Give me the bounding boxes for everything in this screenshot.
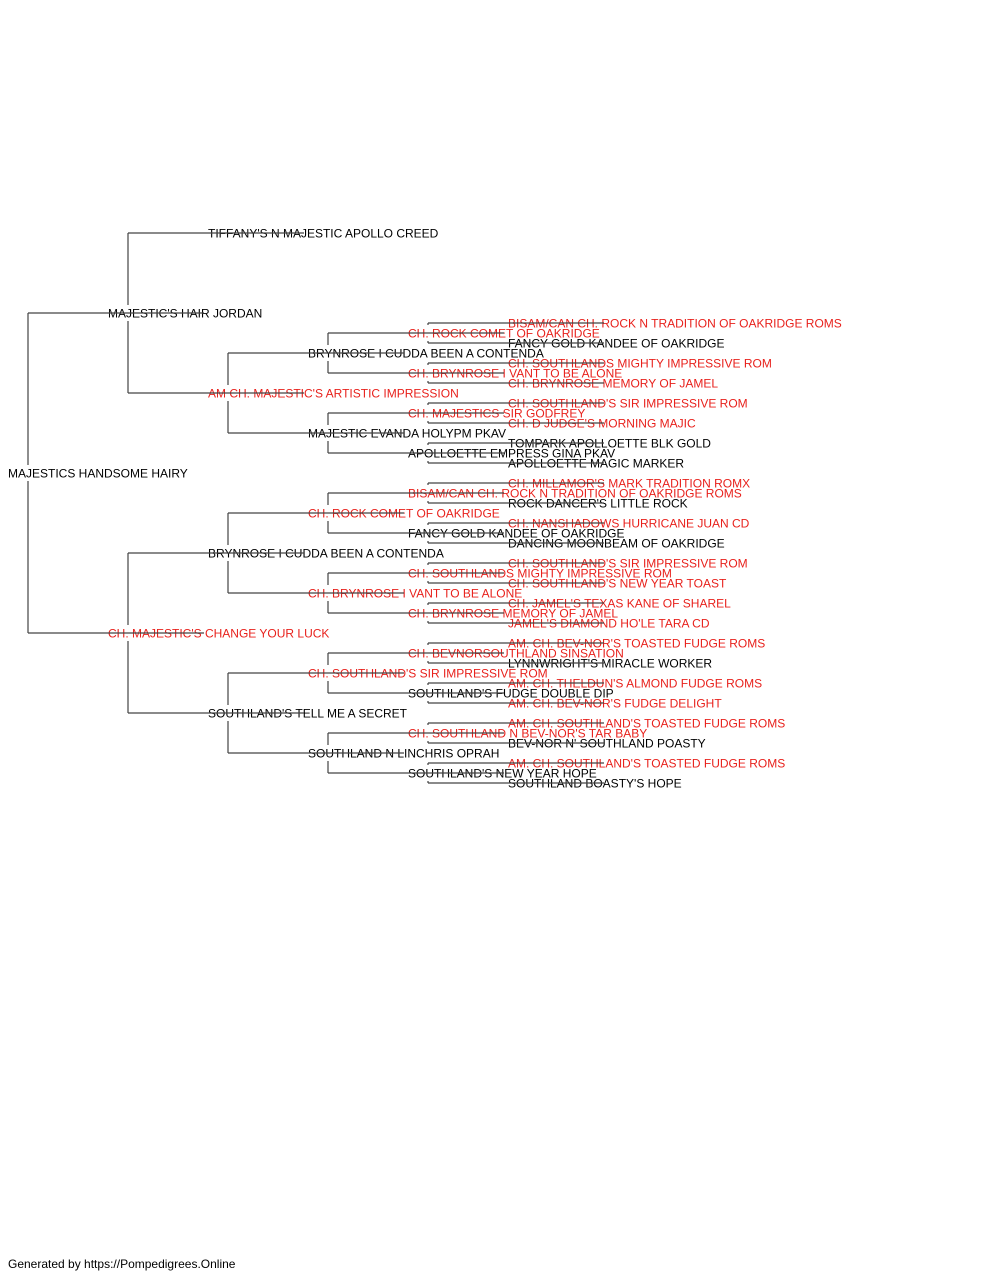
dog-name-pedigree-dam-sire-dam-sire-sire: CH. SOUTHLAND'S SIR IMPRESSIVE ROM bbox=[508, 557, 748, 571]
dog-name-pedigree-sire-dam: AM CH. MAJESTIC'S ARTISTIC IMPRESSION bbox=[208, 387, 459, 401]
dog-name-pedigree-sire-dam-sire-sire-dam: FANCY GOLD KANDEE OF OAKRIDGE bbox=[508, 337, 725, 351]
dog-name-pedigree-dam-dam-sire-sire: CH. BEVNORSOUTHLAND SINSATION bbox=[408, 647, 624, 661]
dog-name-pedigree-dam-dam-sire: CH. SOUTHLAND'S SIR IMPRESSIVE ROM bbox=[308, 667, 548, 681]
dog-name-pedigree-sire-dam-sire-dam-dam: CH. BRYNROSE MEMORY OF JAMEL bbox=[508, 377, 718, 391]
dog-name-pedigree-dam-dam-sire-sire-sire: AM. CH. BEV-NOR'S TOASTED FUDGE ROMS bbox=[508, 637, 765, 651]
dog-name-pedigree-dam-dam-dam-sire-dam: BEV-NOR N' SOUTHLAND POASTY bbox=[508, 737, 706, 751]
dog-name-pedigree-dam-sire-sire-sire: BISAM/CAN CH. ROCK N TRADITION OF OAKRID… bbox=[408, 487, 742, 501]
dog-name-pedigree-sire-dam-sire-dam: CH. BRYNROSE I VANT TO BE ALONE bbox=[408, 367, 622, 381]
dog-name-pedigree-sire-sire: TIFFANY'S N MAJESTIC APOLLO CREED bbox=[208, 227, 439, 241]
dog-name-pedigree-dam-dam-sire-dam: SOUTHLAND'S FUDGE DOUBLE DIP bbox=[408, 687, 614, 701]
dog-name-pedigree-dam-sire-dam: CH. BRYNROSE I VANT TO BE ALONE bbox=[308, 587, 522, 601]
dog-name-pedigree-dam-dam-sire-dam-dam: AM. CH. BEV-NOR'S FUDGE DELIGHT bbox=[508, 697, 722, 711]
dog-name-pedigree-dam-dam-dam-sire: CH. SOUTHLAND N BEV-NOR'S TAR BABY bbox=[408, 727, 647, 741]
dog-name-pedigree-dam-sire-dam-sire-dam: CH. SOUTHLAND'S NEW YEAR TOAST bbox=[508, 577, 727, 591]
dog-name-pedigree-dam-sire-dam-dam-sire: CH. JAMEL'S TEXAS KANE OF SHAREL bbox=[508, 597, 731, 611]
dog-name-pedigree-sire-dam-dam-sire-sire: CH. SOUTHLAND'S SIR IMPRESSIVE ROM bbox=[508, 397, 748, 411]
dog-name-pedigree-dam-sire-sire-dam: FANCY GOLD KANDEE OF OAKRIDGE bbox=[408, 527, 625, 541]
dog-name-pedigree-sire-dam-dam-dam: APOLLOETTE EMPRESS GINA PKAV bbox=[408, 447, 615, 461]
dog-name-pedigree-sire-dam-sire-dam-sire: CH. SOUTHLANDS MIGHTY IMPRESSIVE ROM bbox=[508, 357, 772, 371]
dog-name-pedigree-dam: CH. MAJESTIC'S CHANGE YOUR LUCK bbox=[108, 627, 329, 641]
dog-name-pedigree: MAJESTICS HANDSOME HAIRY bbox=[8, 467, 188, 481]
dog-name-pedigree-sire-dam-sire: BRYNROSE I CUDDA BEEN A CONTENDA bbox=[308, 347, 544, 361]
dog-name-pedigree-dam-dam: SOUTHLAND'S TELL ME A SECRET bbox=[208, 707, 408, 721]
dog-name-pedigree-dam-dam-dam-dam-sire: AM. CH. SOUTHLAND'S TOASTED FUDGE ROMS bbox=[508, 757, 785, 771]
dog-name-pedigree-dam-sire-dam-dam-dam: JAMEL'S DIAMOND HO'LE TARA CD bbox=[508, 617, 710, 631]
dog-name-pedigree-dam-dam-sire-sire-dam: LYNNWRIGHT'S MIRACLE WORKER bbox=[508, 657, 712, 671]
dog-name-pedigree-dam-sire-sire-dam-dam: DANCING MOONBEAM OF OAKRIDGE bbox=[508, 537, 725, 551]
dog-name-pedigree-dam-sire-sire-sire-sire: CH. MILLAMOR'S MARK TRADITION ROMX bbox=[508, 477, 750, 491]
dog-name-pedigree-dam-sire: BRYNROSE I CUDDA BEEN A CONTENDA bbox=[208, 547, 444, 561]
dog-name-pedigree-dam-dam-dam-sire-sire: AM. CH. SOUTHLAND'S TOASTED FUDGE ROMS bbox=[508, 717, 785, 731]
dog-name-pedigree-sire-dam-dam: MAJESTIC EVANDA HOLYPM PKAV bbox=[308, 427, 506, 441]
dog-name-pedigree-dam-sire-sire-dam-sire: CH. NANSHADOWS HURRICANE JUAN CD bbox=[508, 517, 750, 531]
footer-credit: Generated by https://Pompedigrees.Online bbox=[8, 1257, 236, 1271]
dog-name-pedigree-sire-dam-sire-sire-sire: BISAM/CAN CH. ROCK N TRADITION OF OAKRID… bbox=[508, 317, 842, 331]
dog-name-pedigree-dam-sire-dam-sire: CH. SOUTHLANDS MIGHTY IMPRESSIVE ROM bbox=[408, 567, 672, 581]
dog-name-pedigree-dam-sire-dam-dam: CH. BRYNROSE MEMORY OF JAMEL bbox=[408, 607, 618, 621]
dog-name-pedigree-sire-dam-dam-dam-sire: TOMPARK APOLLOETTE BLK GOLD bbox=[508, 437, 711, 451]
dog-name-pedigree-dam-dam-sire-dam-sire: AM. CH. THELDUN'S ALMOND FUDGE ROMS bbox=[508, 677, 762, 691]
